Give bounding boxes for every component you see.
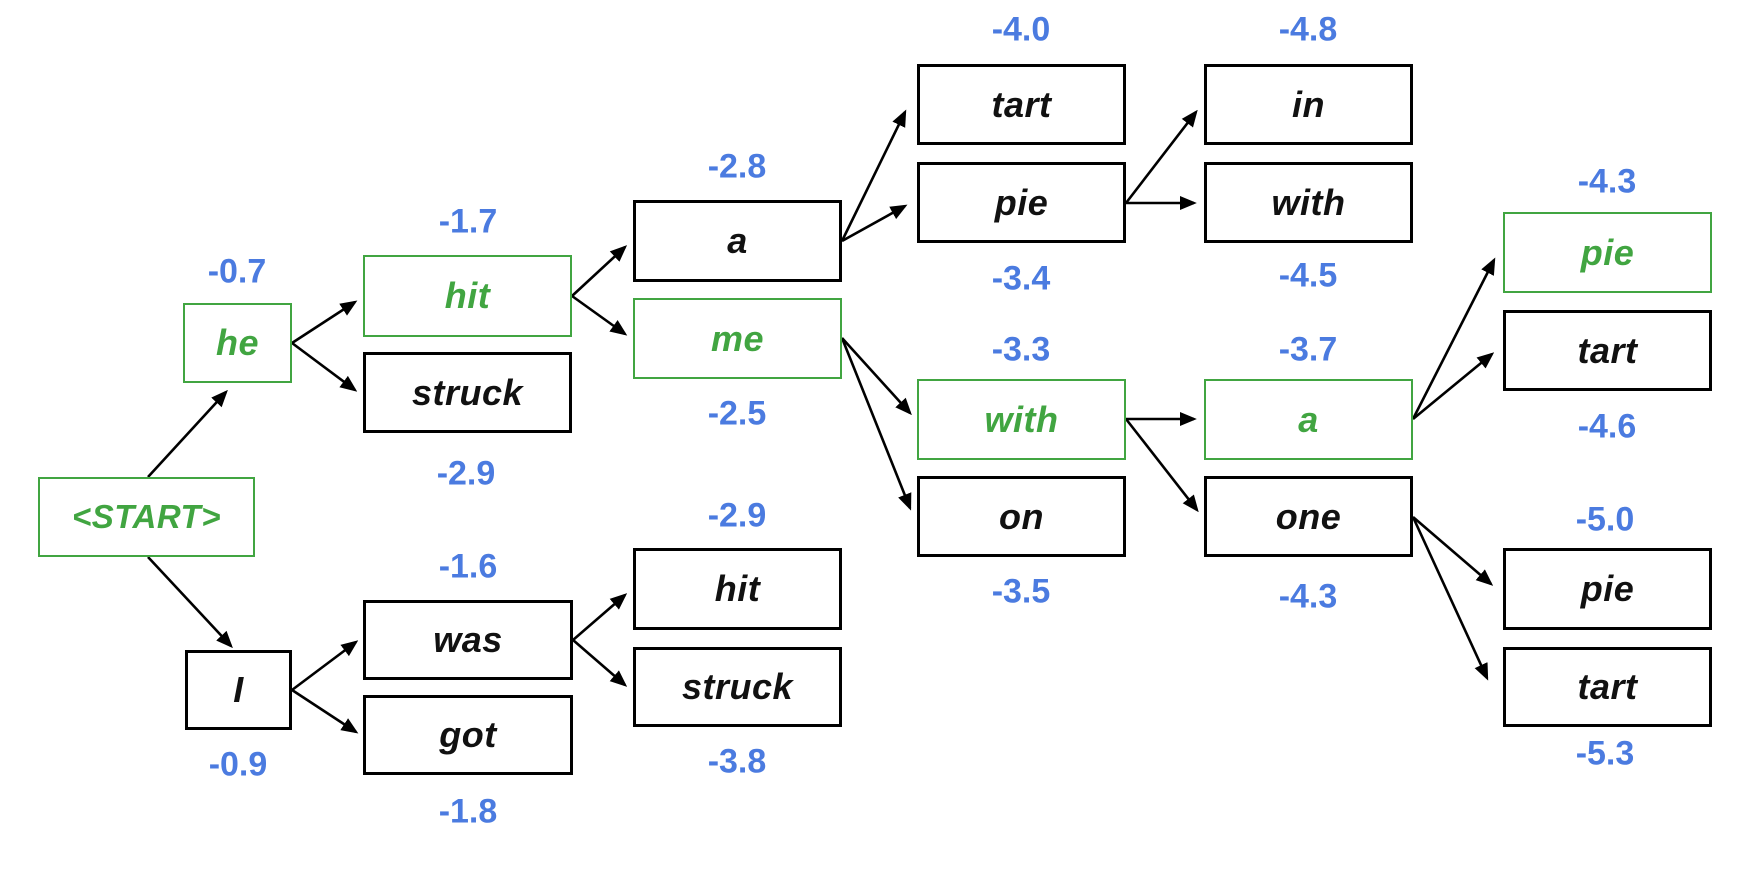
edge-with1-one	[1124, 418, 1199, 513]
node-a2: a	[1204, 379, 1413, 460]
node-was-label: was	[433, 619, 503, 660]
node-pie2-label: pie	[1580, 231, 1635, 273]
node-struck1-label: struck	[411, 371, 524, 413]
score-pie1: -3.4	[991, 259, 1051, 298]
node-pie3: pie	[1503, 548, 1712, 630]
node-with1-label: with	[984, 398, 1059, 440]
node-pie2: pie	[1503, 212, 1712, 293]
score-with1: -3.3	[991, 330, 1051, 369]
score-on: -3.5	[991, 572, 1051, 611]
score-was: -1.6	[438, 547, 498, 586]
node-tart1: tart	[917, 64, 1126, 145]
edge-one-tart3	[1411, 516, 1489, 681]
node-was: was	[363, 600, 573, 680]
edge-i-was	[291, 640, 359, 692]
score-pie3: -5.0	[1575, 500, 1635, 539]
edge-a1-tart1	[840, 109, 907, 242]
node-with2-label: with	[1271, 181, 1346, 223]
score-me: -2.5	[707, 394, 767, 433]
score-pie2: -4.3	[1577, 162, 1637, 201]
node-struck1: struck	[363, 352, 572, 433]
node-a2-label: a	[1298, 398, 1319, 440]
score-hit1: -1.7	[438, 202, 498, 241]
node-tart3: tart	[1503, 647, 1712, 727]
score-tart3: -5.3	[1575, 734, 1635, 773]
score-a1: -2.8	[707, 147, 767, 186]
score-i: -0.9	[208, 745, 268, 784]
score-with2: -4.5	[1278, 256, 1338, 295]
score-tart1: -4.0	[991, 10, 1051, 49]
node-i-label: I	[233, 669, 244, 710]
node-got-label: got	[439, 714, 497, 755]
score-got: -1.8	[438, 792, 498, 831]
node-one: one	[1204, 476, 1413, 557]
node-a1-label: a	[727, 220, 748, 261]
edge-was-struck2	[572, 639, 628, 687]
node-i: I	[185, 650, 292, 730]
edge-he-struck1	[291, 341, 358, 392]
score-struck1: -2.9	[436, 454, 496, 493]
node-with1: with	[917, 379, 1126, 460]
edge-pie1-in	[1124, 109, 1198, 204]
node-pie1-label: pie	[994, 181, 1049, 223]
score-struck2: -3.8	[707, 742, 767, 781]
node-struck2-label: struck	[681, 666, 794, 707]
node-tart2-label: tart	[1577, 329, 1638, 371]
node-he: he	[183, 303, 292, 383]
node-in: in	[1204, 64, 1413, 145]
edge-a2-pie2	[1411, 257, 1496, 420]
node-hit2: hit	[633, 548, 842, 630]
edge-a1-pie1	[841, 204, 908, 243]
node-hit1: hit	[363, 255, 572, 337]
score-one: -4.3	[1278, 577, 1338, 616]
edge-hit1-a1	[571, 245, 628, 297]
node-tart3-label: tart	[1577, 666, 1638, 707]
score-he: -0.7	[207, 252, 267, 291]
edge-me-with1	[841, 337, 912, 416]
node-tart1-label: tart	[991, 83, 1052, 125]
node-struck2: struck	[633, 647, 842, 727]
node-tart2: tart	[1503, 310, 1712, 391]
node-hit1-label: hit	[444, 275, 491, 316]
node-me: me	[633, 298, 842, 379]
node-with2: with	[1204, 162, 1413, 243]
node-on-label: on	[999, 495, 1044, 537]
node-start-label: <START>	[72, 498, 221, 535]
score-hit2: -2.9	[707, 496, 767, 535]
edge-one-pie3	[1412, 516, 1494, 586]
node-hit2-label: hit	[714, 568, 761, 609]
edge-start-i	[147, 556, 233, 649]
edge-i-got	[291, 688, 359, 734]
node-on: on	[917, 476, 1126, 557]
edge-hit1-me	[571, 294, 628, 336]
node-he-label: he	[215, 322, 259, 363]
node-pie1: pie	[917, 162, 1126, 243]
edge-start-he	[147, 389, 228, 478]
edge-a2-tart2	[1412, 352, 1495, 421]
edge-he-hit1	[291, 300, 358, 345]
score-tart2: -4.6	[1577, 407, 1637, 446]
edge-was-hit2	[572, 593, 628, 641]
node-in-label: in	[1292, 83, 1325, 125]
node-start: <START>	[38, 477, 255, 557]
node-pie3-label: pie	[1580, 568, 1635, 609]
score-in: -4.8	[1278, 10, 1338, 49]
node-got: got	[363, 695, 573, 775]
score-a2: -3.7	[1278, 330, 1338, 369]
edge-me-on	[840, 337, 912, 511]
node-a1: a	[633, 200, 842, 282]
node-one-label: one	[1275, 495, 1342, 537]
node-me-label: me	[710, 317, 765, 359]
